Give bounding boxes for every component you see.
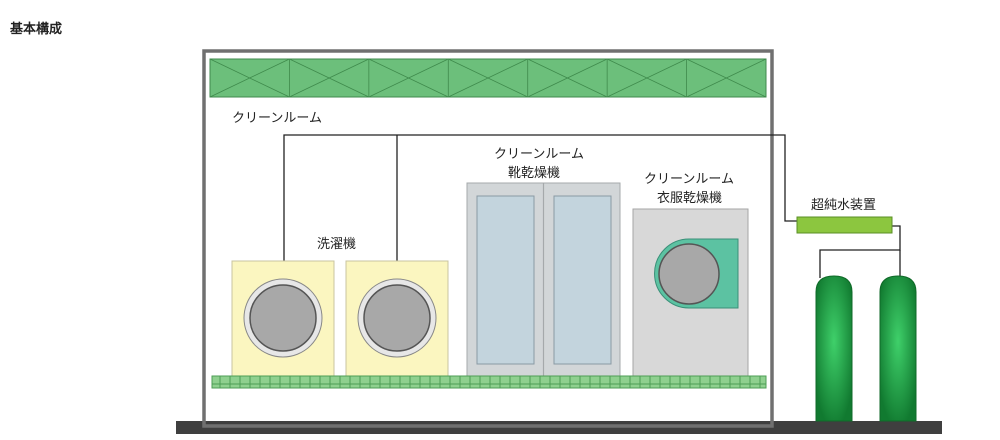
- water-tank-1: [815, 275, 853, 422]
- cleanroom-enclosure: [202, 49, 774, 428]
- water-piping: [283, 134, 901, 278]
- clothes-dryer-label-line2: 衣服乾燥機: [657, 190, 722, 206]
- washing-machine-2: [345, 260, 449, 377]
- filter-segment: [686, 58, 767, 98]
- filter-segment: [289, 58, 370, 98]
- ultrapure-water-label: 超純水装置: [811, 198, 876, 213]
- shoe-dryer-label-line1: クリーンルーム: [494, 147, 584, 162]
- shoe-dryer: [466, 182, 621, 377]
- water-tank-2: [879, 275, 917, 422]
- filter-segment: [368, 58, 449, 98]
- washer-label: 洗濯機: [317, 237, 356, 252]
- filter-segment: [527, 58, 608, 98]
- washing-machine-1: [231, 260, 335, 377]
- ultrapure-water-unit: [796, 216, 893, 234]
- filter-segment: [606, 58, 687, 98]
- cleanroom-label: クリーンルーム: [232, 111, 322, 126]
- floor-grating: [211, 375, 767, 389]
- clothes-dryer: [632, 208, 749, 377]
- filter-segment: [448, 58, 528, 98]
- page-heading: 基本構成: [10, 22, 63, 37]
- filter-segment: [209, 58, 290, 98]
- shoe-dryer-label-line2: 靴乾燥機: [508, 166, 560, 181]
- ceiling-filter: [209, 58, 767, 98]
- clothes-dryer-label-line1: クリーンルーム: [644, 172, 734, 187]
